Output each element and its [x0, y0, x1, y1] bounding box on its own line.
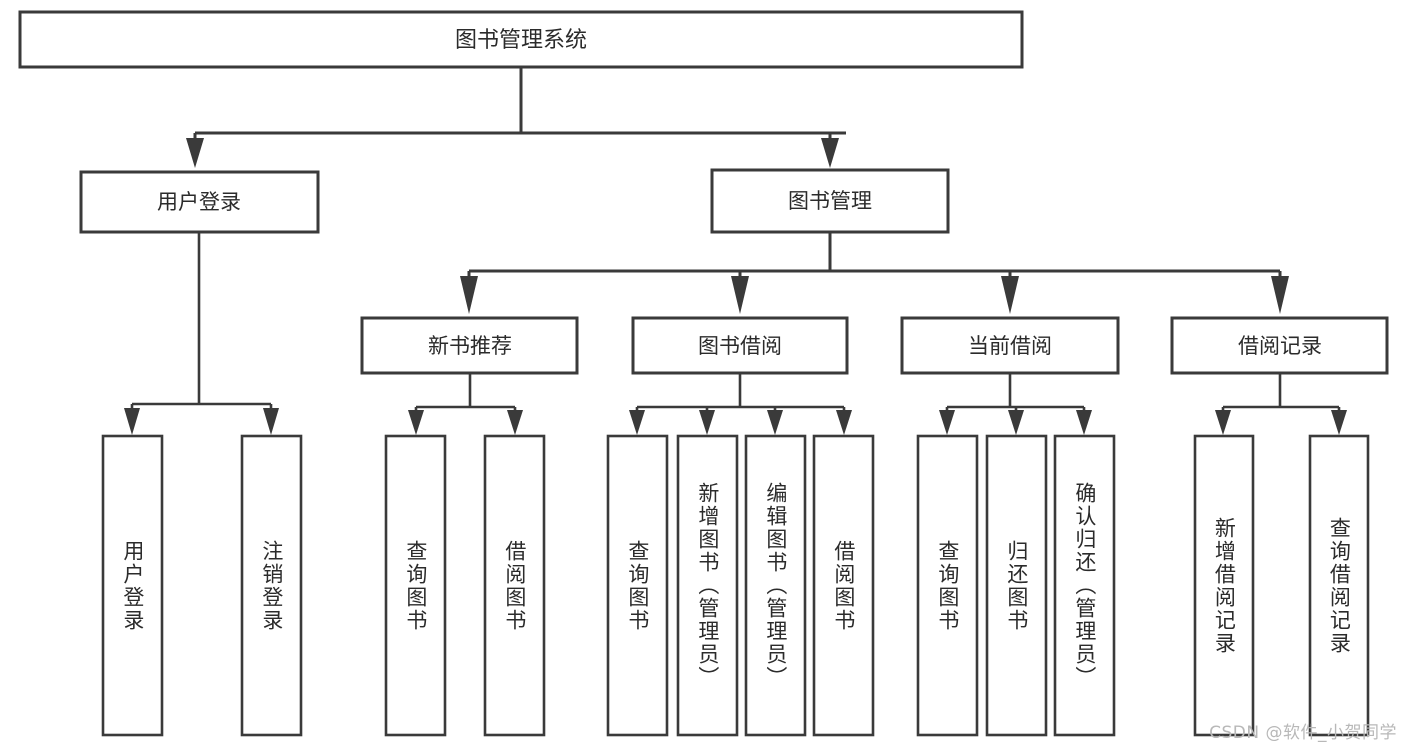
node-new-book-recommend[interactable]: 新书推荐 [360, 316, 579, 375]
current-borrow-box [900, 316, 1120, 375]
leaf-box-query-book-2[interactable] [606, 434, 669, 737]
arrow-down-icon [507, 410, 523, 435]
connector-bookmgmt-to-level3 [460, 232, 1289, 314]
arrow-down-icon [731, 276, 749, 314]
arrow-down-icon [1271, 276, 1289, 314]
connector-newbook-to-leaves [408, 373, 523, 435]
user-login-box [79, 170, 320, 234]
node-user-login[interactable]: 用户登录 [79, 170, 320, 234]
leaf-box-borrow-book-2[interactable] [812, 434, 875, 737]
arrow-down-icon [836, 410, 852, 435]
node-book-borrow[interactable]: 图书借阅 [631, 316, 849, 375]
arrow-down-icon [460, 276, 478, 314]
current-borrow-label: 当前借阅 [968, 334, 1052, 358]
arrow-down-icon [1001, 276, 1019, 314]
arrow-down-icon [699, 410, 715, 435]
book-management-label: 图书管理 [788, 189, 872, 213]
arrow-down-icon [186, 138, 204, 168]
arrow-down-icon [263, 408, 279, 435]
user-login-label: 用户登录 [157, 190, 241, 214]
arrow-down-icon [1215, 410, 1231, 435]
arrow-down-icon [408, 410, 424, 435]
node-borrow-record[interactable]: 借阅记录 [1170, 316, 1389, 375]
connector-bookborrow-to-leaves [629, 373, 852, 435]
book-borrow-label: 图书借阅 [698, 334, 782, 358]
connector-userlogin-to-leaves [124, 232, 279, 435]
borrow-record-label: 借阅记录 [1238, 334, 1322, 358]
arrow-down-icon [124, 408, 140, 435]
root-box [18, 10, 1024, 69]
node-current-borrow[interactable]: 当前借阅 [900, 316, 1120, 375]
arrow-down-icon [939, 410, 955, 435]
connector-currentborrow-to-leaves [939, 373, 1092, 435]
new-book-recommend-box [360, 316, 579, 375]
arrow-down-icon [629, 410, 645, 435]
connector-borrowrecord-to-leaves [1215, 373, 1347, 435]
arrow-down-icon [1331, 410, 1347, 435]
connector-root-to-level2 [186, 67, 846, 168]
watermark-text: CSDN @软件_小贺同学 [1209, 723, 1397, 743]
leaf-box-user-login[interactable] [101, 434, 164, 737]
arrow-down-icon [821, 138, 839, 168]
leaf-box-confirm-return-admin[interactable] [1053, 434, 1116, 737]
leaf-box-add-book-admin[interactable] [676, 434, 739, 737]
leaf-box-edit-book-admin[interactable] [744, 434, 807, 737]
arrow-down-icon [1008, 410, 1024, 435]
leaf-box-borrow-book-1[interactable] [483, 434, 546, 737]
root-label: 图书管理系统 [455, 28, 587, 53]
leaf-box-query-book-1[interactable] [384, 434, 447, 737]
leaf-box-add-borrow-record[interactable] [1193, 434, 1255, 737]
leaf-box-query-book-3[interactable] [916, 434, 979, 737]
node-book-management[interactable]: 图书管理 [710, 168, 950, 234]
new-book-recommend-label: 新书推荐 [428, 334, 512, 358]
arrow-down-icon [1076, 410, 1092, 435]
leaf-box-return-book[interactable] [985, 434, 1048, 737]
leaf-box-logout[interactable] [240, 434, 303, 737]
arrow-down-icon [767, 410, 783, 435]
node-root[interactable]: 图书管理系统 [18, 10, 1024, 69]
leaf-box-query-borrow-record[interactable] [1308, 434, 1370, 737]
